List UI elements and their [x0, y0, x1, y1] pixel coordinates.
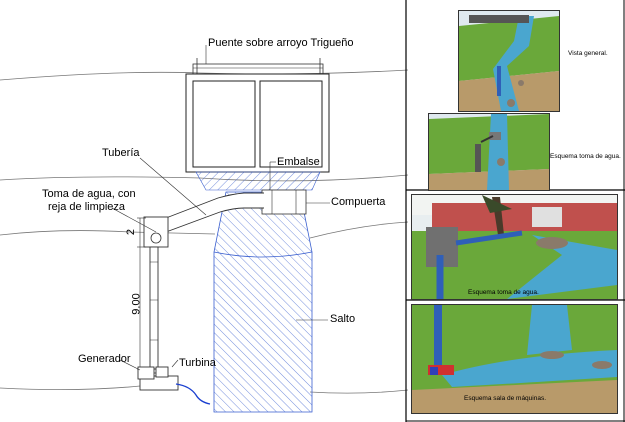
cad-elevation-drawing: [0, 0, 408, 422]
outflow-water: [175, 383, 211, 405]
caption-intake-scheme-2: Esquema toma de agua.: [468, 289, 539, 296]
panel-intake-scheme-1: [428, 113, 550, 191]
reservoir-hatch-upper: [195, 171, 321, 191]
label-pipe: Tubería: [102, 147, 140, 159]
label-intake-2: reja de limpieza: [48, 201, 126, 213]
turbine: [155, 366, 169, 378]
caption-general-view: Vista general.: [568, 50, 608, 57]
label-turbine: Turbina: [179, 357, 216, 369]
ground-line-bottom-right: [309, 389, 408, 394]
label-waterfall: Salto: [330, 313, 356, 325]
label-generator: Generador: [78, 353, 131, 365]
bridge-opening-left: [192, 80, 256, 168]
label-reservoir: Embalse: [277, 156, 320, 168]
panel-machine-room: Esquema sala de máquinas.: [411, 304, 618, 414]
bridge-railing: [192, 63, 324, 75]
bridge-structure: [185, 73, 330, 173]
label-bridge: Puente sobre arroyo Trigueño: [208, 37, 354, 49]
label-gate: Compuerta: [331, 196, 386, 208]
ground-line-bottom: [0, 385, 141, 390]
gate-box: [261, 189, 307, 215]
ground-line-left: [0, 230, 216, 236]
label-dim-2: 2: [125, 228, 138, 236]
caption-intake-scheme-1: Esquema toma de agua.: [550, 153, 621, 160]
waterfall-column: [213, 191, 313, 413]
label-dim-9: 9.00: [130, 293, 143, 315]
label-intake-1: Toma de agua, con: [42, 188, 136, 200]
ground-line-right: [309, 221, 408, 239]
panel-general-view: [458, 10, 560, 112]
bridge-opening-right: [259, 80, 323, 168]
generator: [137, 366, 155, 380]
panel-intake-scheme-2: Esquema toma de agua.: [411, 194, 618, 300]
caption-machine-room: Esquema sala de máquinas.: [464, 395, 547, 402]
penstock: [149, 246, 159, 370]
ground-line-top: [0, 69, 408, 81]
